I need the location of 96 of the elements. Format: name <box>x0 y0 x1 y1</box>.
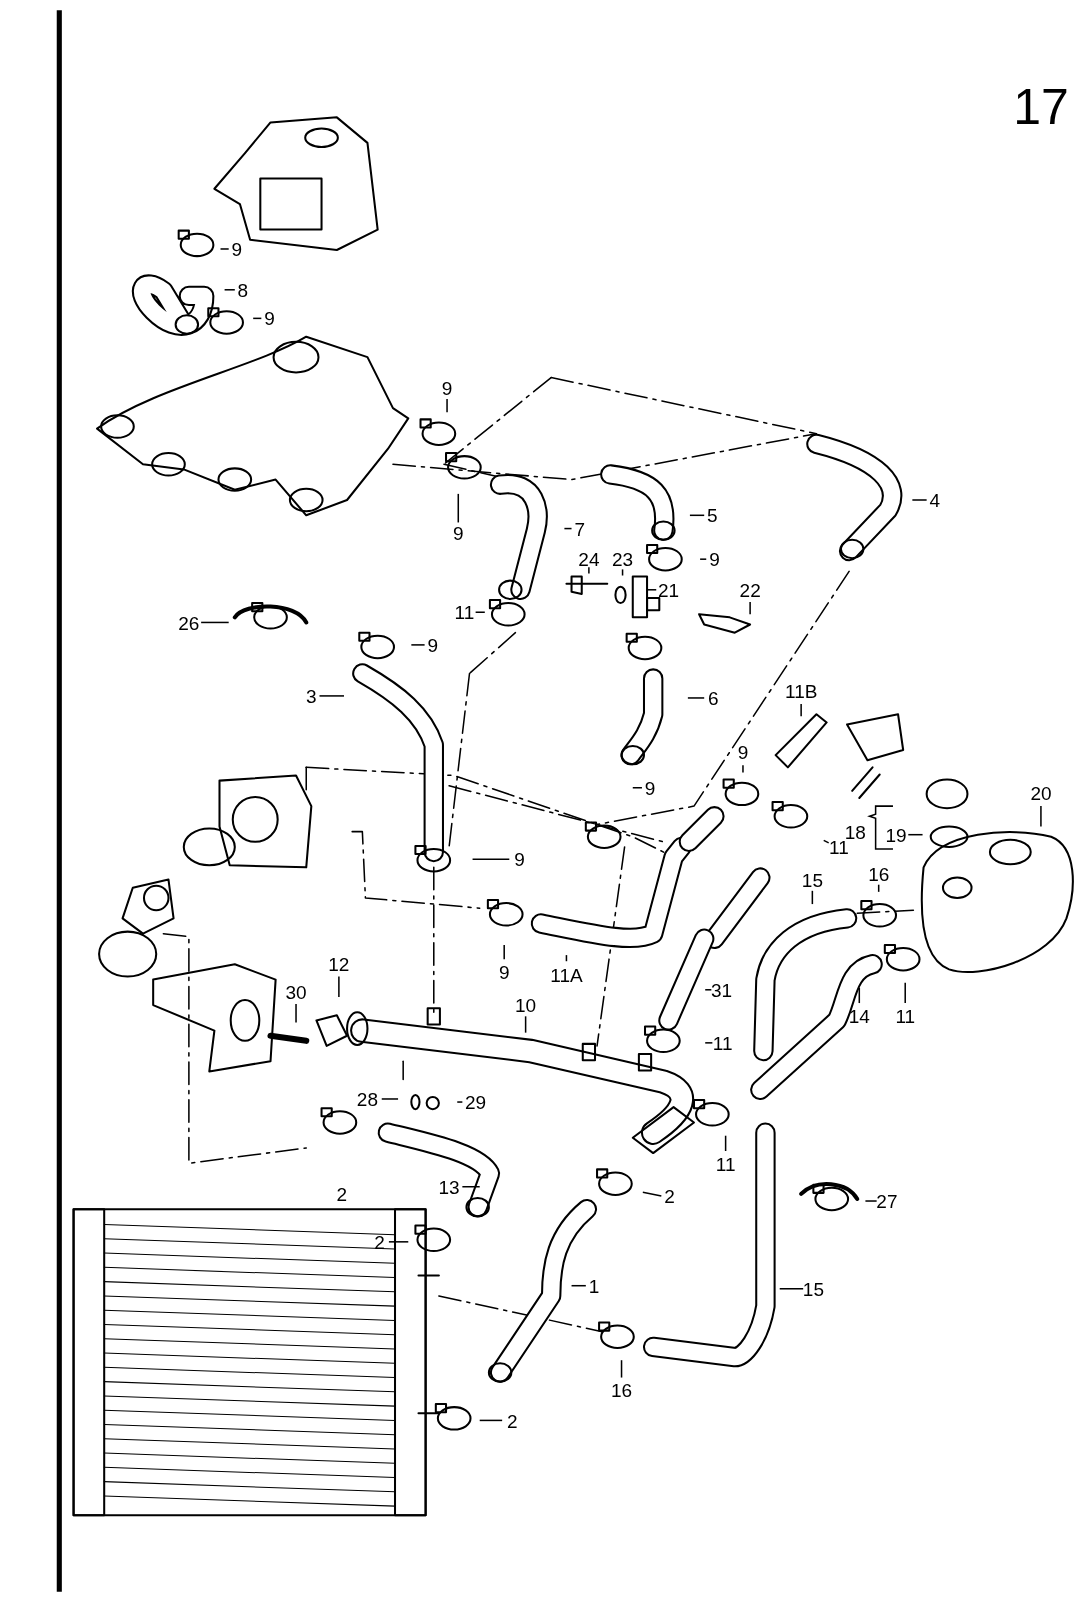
callout-number: 23 <box>612 549 634 569</box>
leader-line <box>410 644 426 646</box>
callout-number: 11A <box>550 965 583 985</box>
callout-number: 9 <box>264 308 275 328</box>
callout-number: 11 <box>895 1006 916 1025</box>
leader-line <box>388 1241 410 1243</box>
callout-number: 16 <box>868 864 890 884</box>
leader-line <box>503 944 505 960</box>
leader-line <box>563 527 573 530</box>
leader-line <box>524 1015 527 1034</box>
leader-line <box>1040 805 1042 828</box>
leader-line <box>252 317 263 320</box>
leader-line <box>380 1098 399 1100</box>
callout-number: 9 <box>498 962 510 982</box>
callout-number: 11 <box>454 602 475 622</box>
leader-line <box>704 989 713 991</box>
callout-number: 15 <box>802 1279 824 1299</box>
leader-line <box>911 499 928 501</box>
callout-number: 21 <box>657 580 680 600</box>
leader-line <box>632 787 643 789</box>
callout-number: 18 <box>844 822 866 842</box>
callout-number: 2 <box>336 1184 348 1204</box>
callout-number: 8 <box>237 280 249 300</box>
callout-number: 27 <box>876 1191 898 1211</box>
leader-line <box>800 703 802 718</box>
callout-number: 1 <box>588 1276 600 1296</box>
callout-number: 9 <box>441 378 453 398</box>
callout-number: 11B <box>784 681 818 701</box>
leader-line <box>223 289 236 291</box>
leader-line <box>200 621 230 624</box>
leader-line <box>570 1284 587 1287</box>
callout-number: 11 <box>712 1033 733 1053</box>
leader-line <box>904 981 906 1004</box>
callout-number: 15 <box>801 870 823 890</box>
callout-number: 9 <box>709 549 720 569</box>
callout-number: 3 <box>306 686 317 706</box>
leader-line <box>907 833 924 836</box>
callout-number: 9 <box>514 849 525 869</box>
leader-line <box>811 890 814 905</box>
leader-line <box>474 611 486 613</box>
callout-number: 26 <box>178 613 200 633</box>
leader-line <box>219 248 230 250</box>
callout-number: 19 <box>885 825 907 845</box>
leader-line <box>742 764 744 774</box>
callout-number: 9 <box>737 742 749 762</box>
callout-number: 9 <box>644 778 656 798</box>
callout-number: 10 <box>515 995 537 1015</box>
callout-number: 2 <box>664 1186 675 1206</box>
callout-number: 7 <box>574 519 585 539</box>
leader-line <box>478 1419 503 1422</box>
page-number: 17 <box>1013 82 1069 133</box>
callout-number: 24 <box>578 549 600 569</box>
leader-line <box>318 695 345 697</box>
callout-number: 9 <box>452 523 464 543</box>
callout-number: 2 <box>374 1232 385 1252</box>
leader-line <box>864 1200 878 1202</box>
leader-line <box>642 1191 663 1197</box>
leader-line <box>456 1101 464 1103</box>
callout-number: 9 <box>427 635 438 655</box>
callout-number: 13 <box>438 1177 460 1197</box>
leader-line <box>295 1003 297 1024</box>
callout-number: 29 <box>465 1092 487 1112</box>
leader-line <box>724 1134 727 1152</box>
leader-line <box>704 1042 714 1044</box>
leader-line <box>699 558 707 560</box>
leader-line <box>689 514 705 517</box>
callout-number: 28 <box>356 1089 378 1109</box>
callout-number: 11 <box>715 1154 736 1173</box>
leader-line <box>471 858 511 860</box>
leader-line <box>620 1359 623 1379</box>
callout-number: 14 <box>848 1006 870 1025</box>
callout-number: 6 <box>708 688 719 708</box>
leader-line <box>461 1185 481 1188</box>
callout-number: 22 <box>739 580 761 600</box>
leader-line <box>778 1288 804 1290</box>
leader-line <box>588 566 590 575</box>
callout-number: 16 <box>611 1380 633 1400</box>
callout-number: 9 <box>231 239 243 259</box>
leader-line <box>338 975 340 998</box>
callout-number: 20 <box>1030 783 1052 803</box>
callout-number: 2 <box>507 1411 518 1431</box>
callout-number: 4 <box>929 490 941 510</box>
callout-number: 12 <box>328 955 350 974</box>
callout-number: 5 <box>707 505 718 525</box>
leader-line <box>822 839 830 844</box>
leader-line <box>621 568 624 577</box>
callout-number: 30 <box>285 982 307 1002</box>
leader-line <box>646 589 657 591</box>
leader-line <box>858 987 861 1004</box>
leader-line <box>687 697 705 699</box>
leader-line <box>446 398 448 413</box>
callout-number: 31 <box>711 980 733 1000</box>
leader-line <box>877 883 880 893</box>
leader-line <box>565 954 568 962</box>
leader-line <box>457 493 460 524</box>
leader-line <box>749 601 751 616</box>
